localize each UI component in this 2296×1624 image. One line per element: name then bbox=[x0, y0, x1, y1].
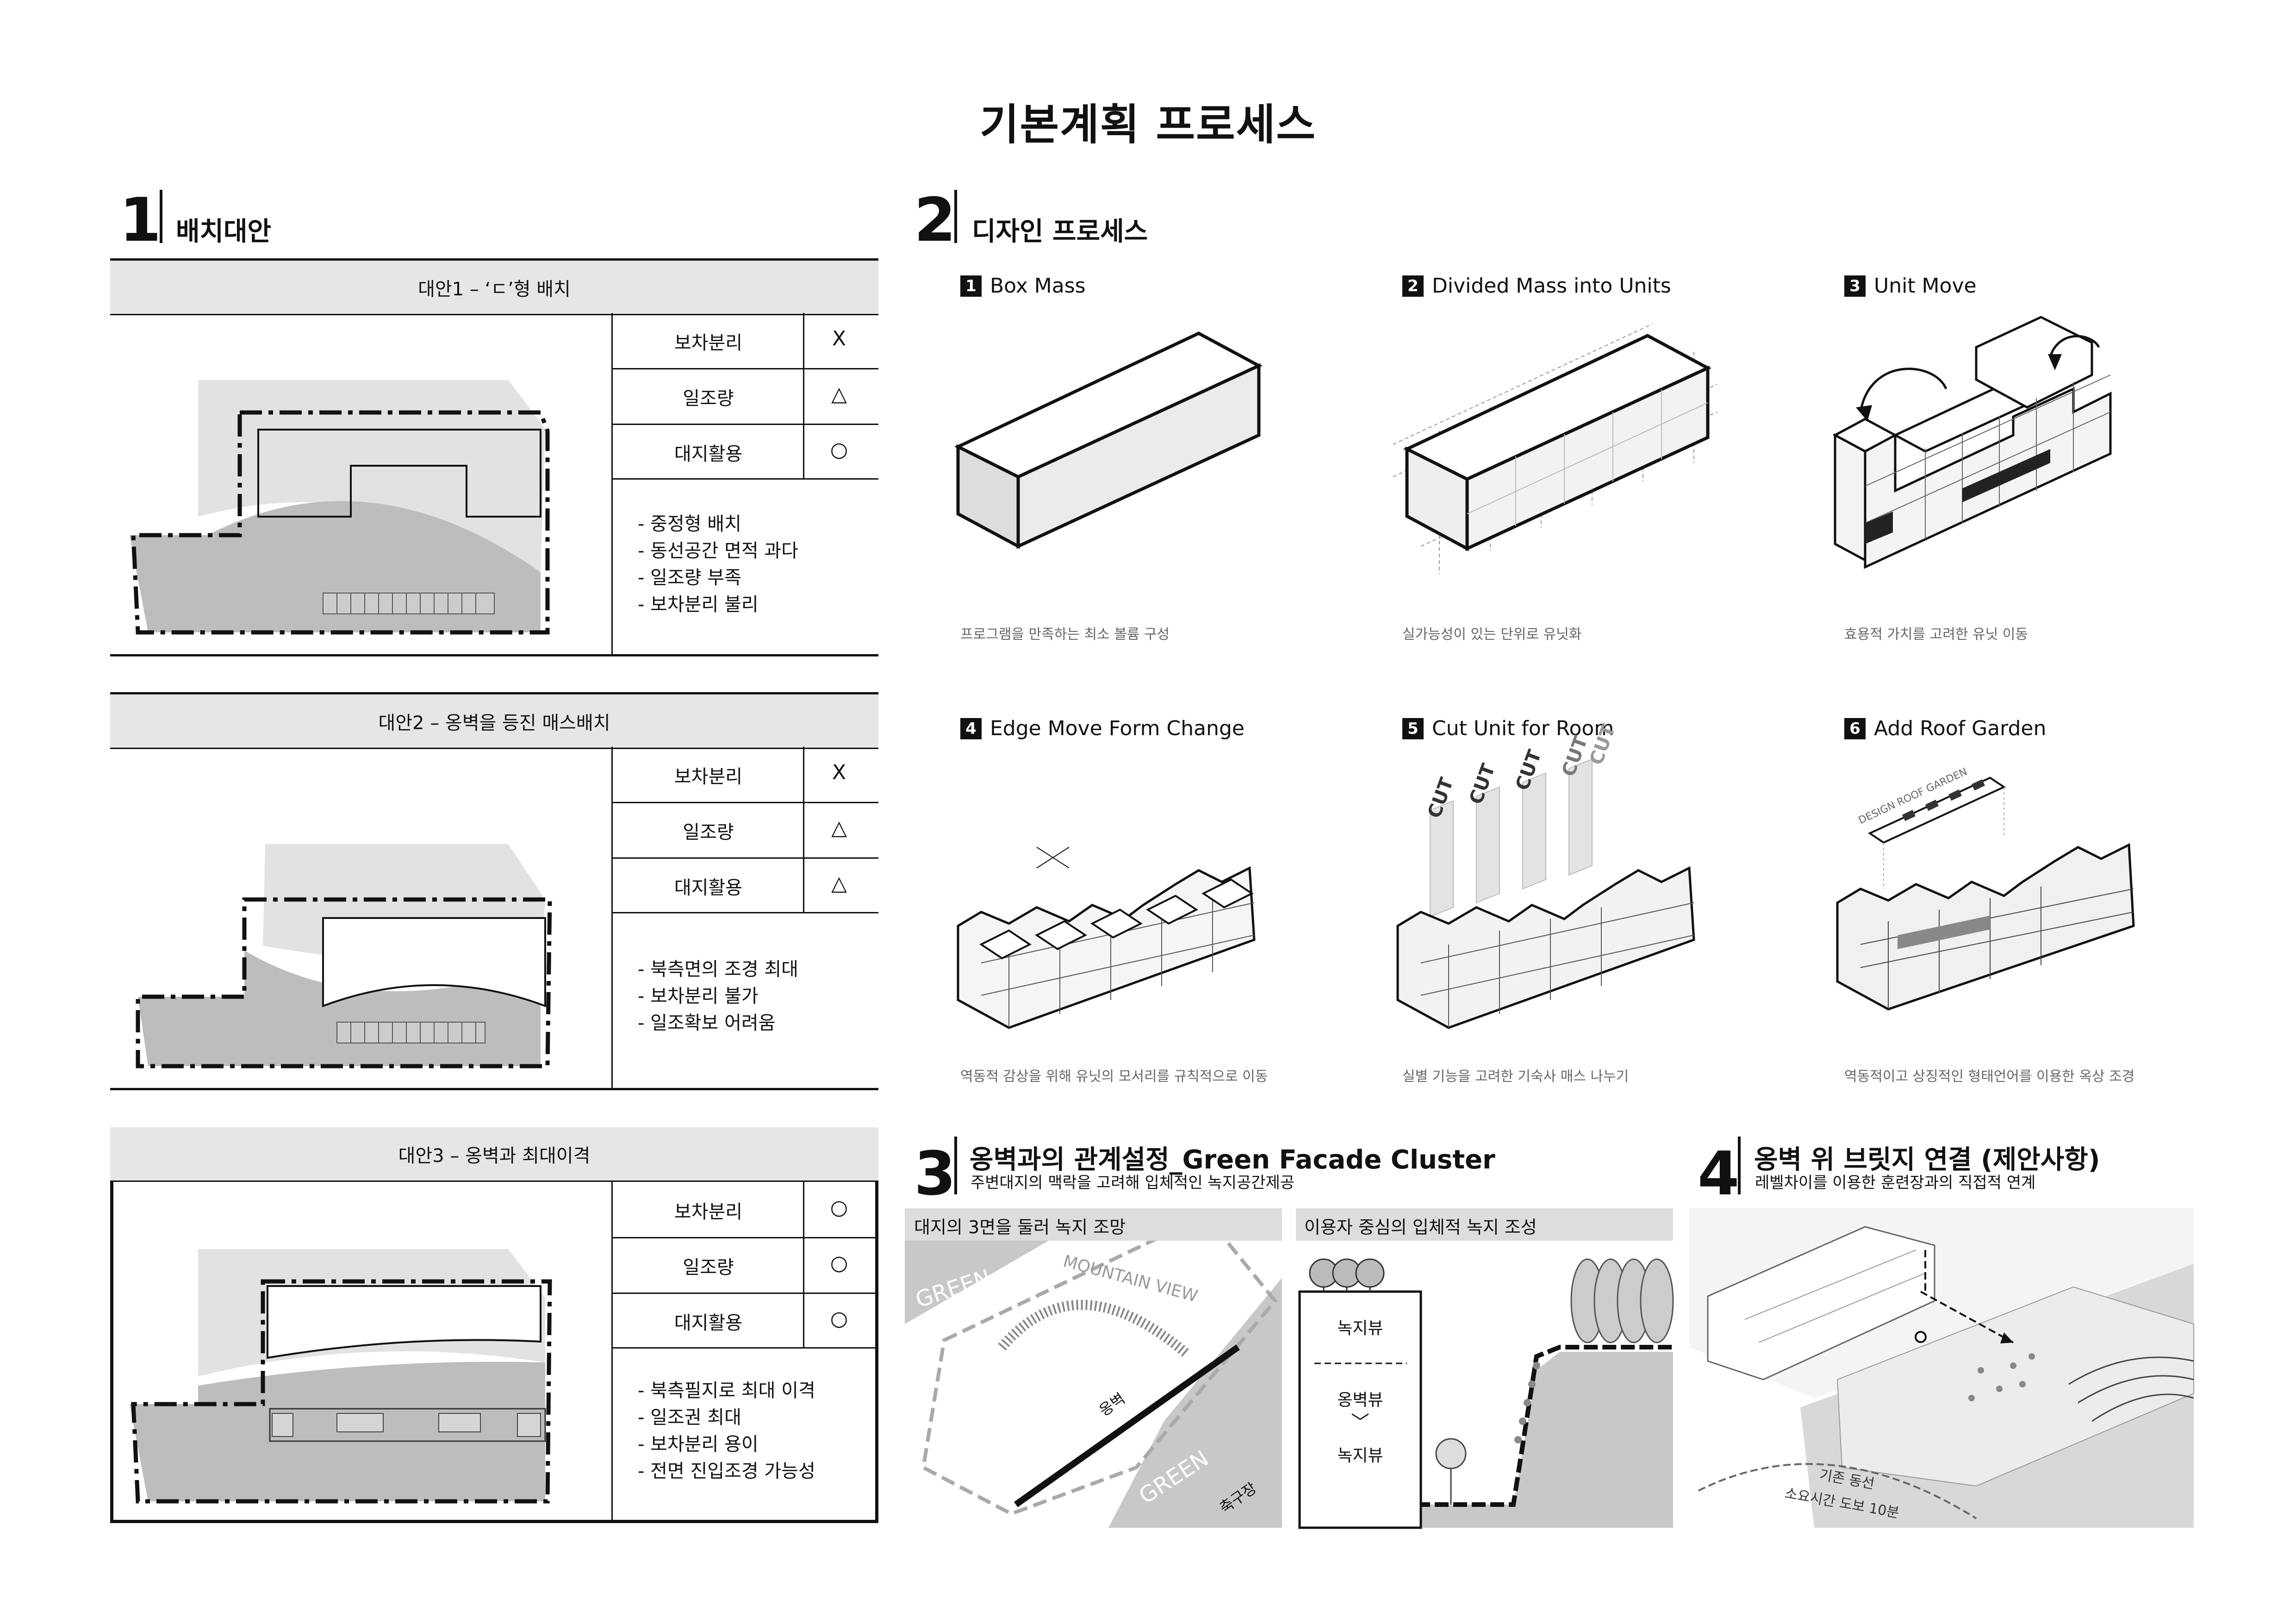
criterion-label: 대지활용 bbox=[674, 1312, 743, 1334]
step-1-box-mass-diagram bbox=[954, 331, 1263, 549]
section2-title: 디자인 프로세스 bbox=[972, 217, 1148, 247]
page-title: 기본계획 프로세스 bbox=[979, 100, 1317, 150]
view-arrow: ﹀ bbox=[1351, 1412, 1369, 1433]
section3-title: 옹벽과의 관계설정_Green Facade Cluster bbox=[970, 1145, 1495, 1175]
section2-divider bbox=[954, 190, 957, 243]
step-2-divided-mass-diagram bbox=[1393, 324, 1717, 574]
section4-number: 4 bbox=[1698, 1138, 1740, 1209]
alternative-2-title: 대안2 – 옹벽을 등진 매스배치 bbox=[110, 692, 878, 749]
alternative-1: 대안1 – ‘ㄷ’형 배치 보차분리 X 일조량 △ 대지활용 ○ - 중정형 … bbox=[110, 258, 878, 656]
section1-divider bbox=[160, 190, 162, 243]
criterion-mark: △ bbox=[831, 816, 847, 840]
criterion-label: 일조량 bbox=[683, 388, 734, 409]
panel-a-site-diagram: GREEN GREEN MOUNTAIN VIEW 옹벽 축구장 bbox=[905, 1208, 1282, 1528]
alternative-1-site-plan bbox=[129, 380, 550, 635]
criterion-mark: X bbox=[832, 761, 846, 784]
criterion-label: 일조량 bbox=[683, 822, 734, 843]
view-label-greenery-top: 녹지뷰 bbox=[1337, 1319, 1383, 1338]
step-6-caption: 역동적이고 상징적인 형태언어를 이용한 옥상 조경 bbox=[1844, 1068, 2135, 1085]
step-1-caption: 프로그램을 만족하는 최소 볼륨 구성 bbox=[960, 626, 1170, 643]
criterion-mark: ○ bbox=[830, 1307, 848, 1330]
criterion-mark: △ bbox=[831, 382, 847, 406]
panel-a-caption: 대지의 3면을 둘러 녹지 조망 bbox=[914, 1217, 1126, 1237]
step-4-caption: 역동적 감상을 위해 유닛의 모서리를 규칙적으로 이동 bbox=[960, 1068, 1268, 1085]
criterion-mark: ○ bbox=[830, 1251, 848, 1275]
criterion-mark: X bbox=[832, 327, 846, 350]
criterion-label: 대지활용 bbox=[674, 877, 743, 899]
section4-subtitle: 레벨차이를 이용한 훈련장과의 직접적 연계 bbox=[1755, 1174, 2036, 1192]
panel-b-section-diagram bbox=[1296, 1208, 1674, 1529]
section3-divider bbox=[954, 1137, 957, 1194]
criterion-mark: ○ bbox=[830, 1196, 848, 1219]
alternative-3-site-plan bbox=[129, 1249, 552, 1504]
section4-title: 옹벽 위 브릿지 연결 (제안사항) bbox=[1754, 1145, 2100, 1175]
view-label-greenery-bottom: 녹지뷰 bbox=[1337, 1446, 1383, 1465]
alternative-3-title: 대안3 – 옹벽과 최대이격 bbox=[110, 1127, 878, 1182]
criterion-mark: ○ bbox=[830, 438, 848, 462]
criterion-label: 일조량 bbox=[683, 1257, 734, 1278]
step-5-cut-unit-diagram: CUT CUT CUT CUT CUT bbox=[1396, 721, 1695, 1029]
alternative-1-notes: - 중정형 배치 - 동선공간 면적 과다 - 일조량 부족 - 보차분리 불리 bbox=[638, 513, 798, 615]
panel-b-caption: 이용자 중심의 입체적 녹지 조성 bbox=[1304, 1217, 1537, 1237]
section1-title: 배치대안 bbox=[176, 217, 272, 247]
criterion-mark: △ bbox=[831, 872, 847, 895]
criterion-label: 보차분리 bbox=[674, 1201, 743, 1223]
alternative-2: 대안2 – 옹벽을 등진 매스배치 보차분리 X 일조량 △ 대지활용 △ - … bbox=[110, 692, 878, 1090]
alternative-2-site-plan bbox=[136, 844, 552, 1068]
section1-number: 1 bbox=[119, 185, 162, 255]
criterion-label: 보차분리 bbox=[674, 332, 743, 354]
step-5-caption: 실별 기능을 고려한 기숙사 매스 나누기 bbox=[1402, 1068, 1629, 1085]
alternative-3: 대안3 – 옹벽과 최대이격 보차분리 ○ 일조량 ○ 대지활용 ○ - 북측필… bbox=[110, 1127, 878, 1523]
view-label-wall: 옹벽뷰 bbox=[1337, 1391, 1383, 1410]
criterion-label: 보차분리 bbox=[674, 766, 743, 787]
section3-subtitle: 주변대지의 맥락을 고려해 입체적인 녹지공간제공 bbox=[971, 1174, 1295, 1192]
alternative-1-title: 대안1 – ‘ㄷ’형 배치 bbox=[110, 258, 878, 315]
step-4-edge-move-diagram bbox=[957, 847, 1256, 1029]
bridge-connection-diagram: 기존 동선 소요시간 도보 10분 bbox=[1689, 1208, 2194, 1528]
alternative-2-notes: - 북측면의 조경 최대 - 보차분리 불가 - 일조확보 어려움 bbox=[638, 959, 798, 1034]
section3-number: 3 bbox=[914, 1138, 956, 1209]
section2-number: 2 bbox=[914, 185, 956, 255]
section4-divider bbox=[1738, 1137, 1741, 1194]
criterion-label: 대지활용 bbox=[674, 443, 743, 465]
alternative-3-notes: - 북측필지로 최대 이격 - 일조권 최대 - 보차분리 용이 - 전면 진입… bbox=[638, 1380, 815, 1482]
step-3-unit-move-diagram bbox=[1832, 316, 2112, 569]
step-2-caption: 실가능성이 있는 단위로 유닛화 bbox=[1402, 626, 1582, 643]
step-3-caption: 효용적 가치를 고려한 유닛 이동 bbox=[1844, 626, 2028, 643]
step-6-roof-garden-diagram: DESIGN ROOF GARDEN bbox=[1836, 766, 2135, 1011]
